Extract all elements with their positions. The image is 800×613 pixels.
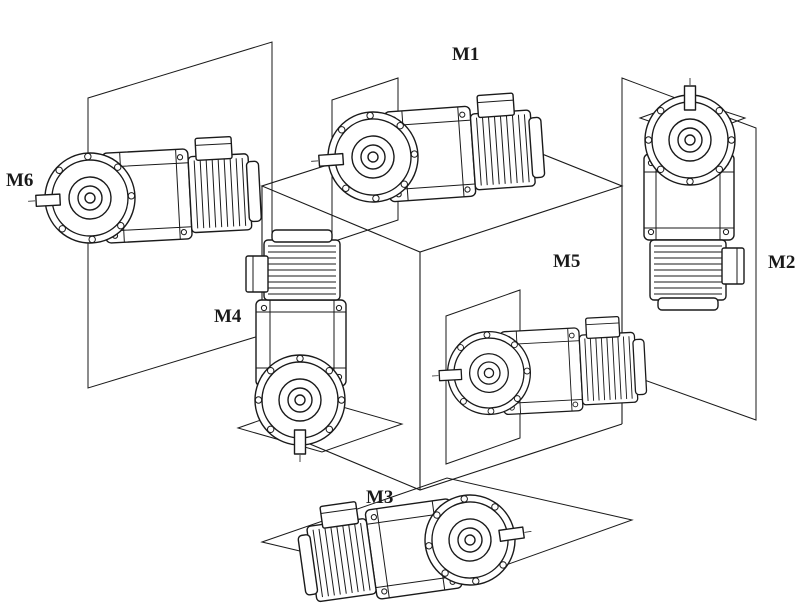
- gearmotor-m1-drawing: [306, 90, 547, 208]
- gearmotor-m6-drawing: [24, 134, 263, 248]
- label-m3: M3: [366, 487, 393, 508]
- mounting-plane-m1: [331, 77, 399, 243]
- gearmotor-m3-drawing: [293, 477, 539, 610]
- gearmotor-m5-drawing: [428, 314, 649, 419]
- label-m1: M1: [452, 44, 479, 65]
- label-m2: M2: [768, 252, 795, 273]
- label-m5: M5: [553, 251, 580, 272]
- label-m4: M4: [214, 306, 242, 327]
- gearmotor-m4-drawing: [245, 229, 347, 463]
- mounting-plane-m5: [445, 289, 521, 465]
- label-m6: M6: [6, 170, 33, 191]
